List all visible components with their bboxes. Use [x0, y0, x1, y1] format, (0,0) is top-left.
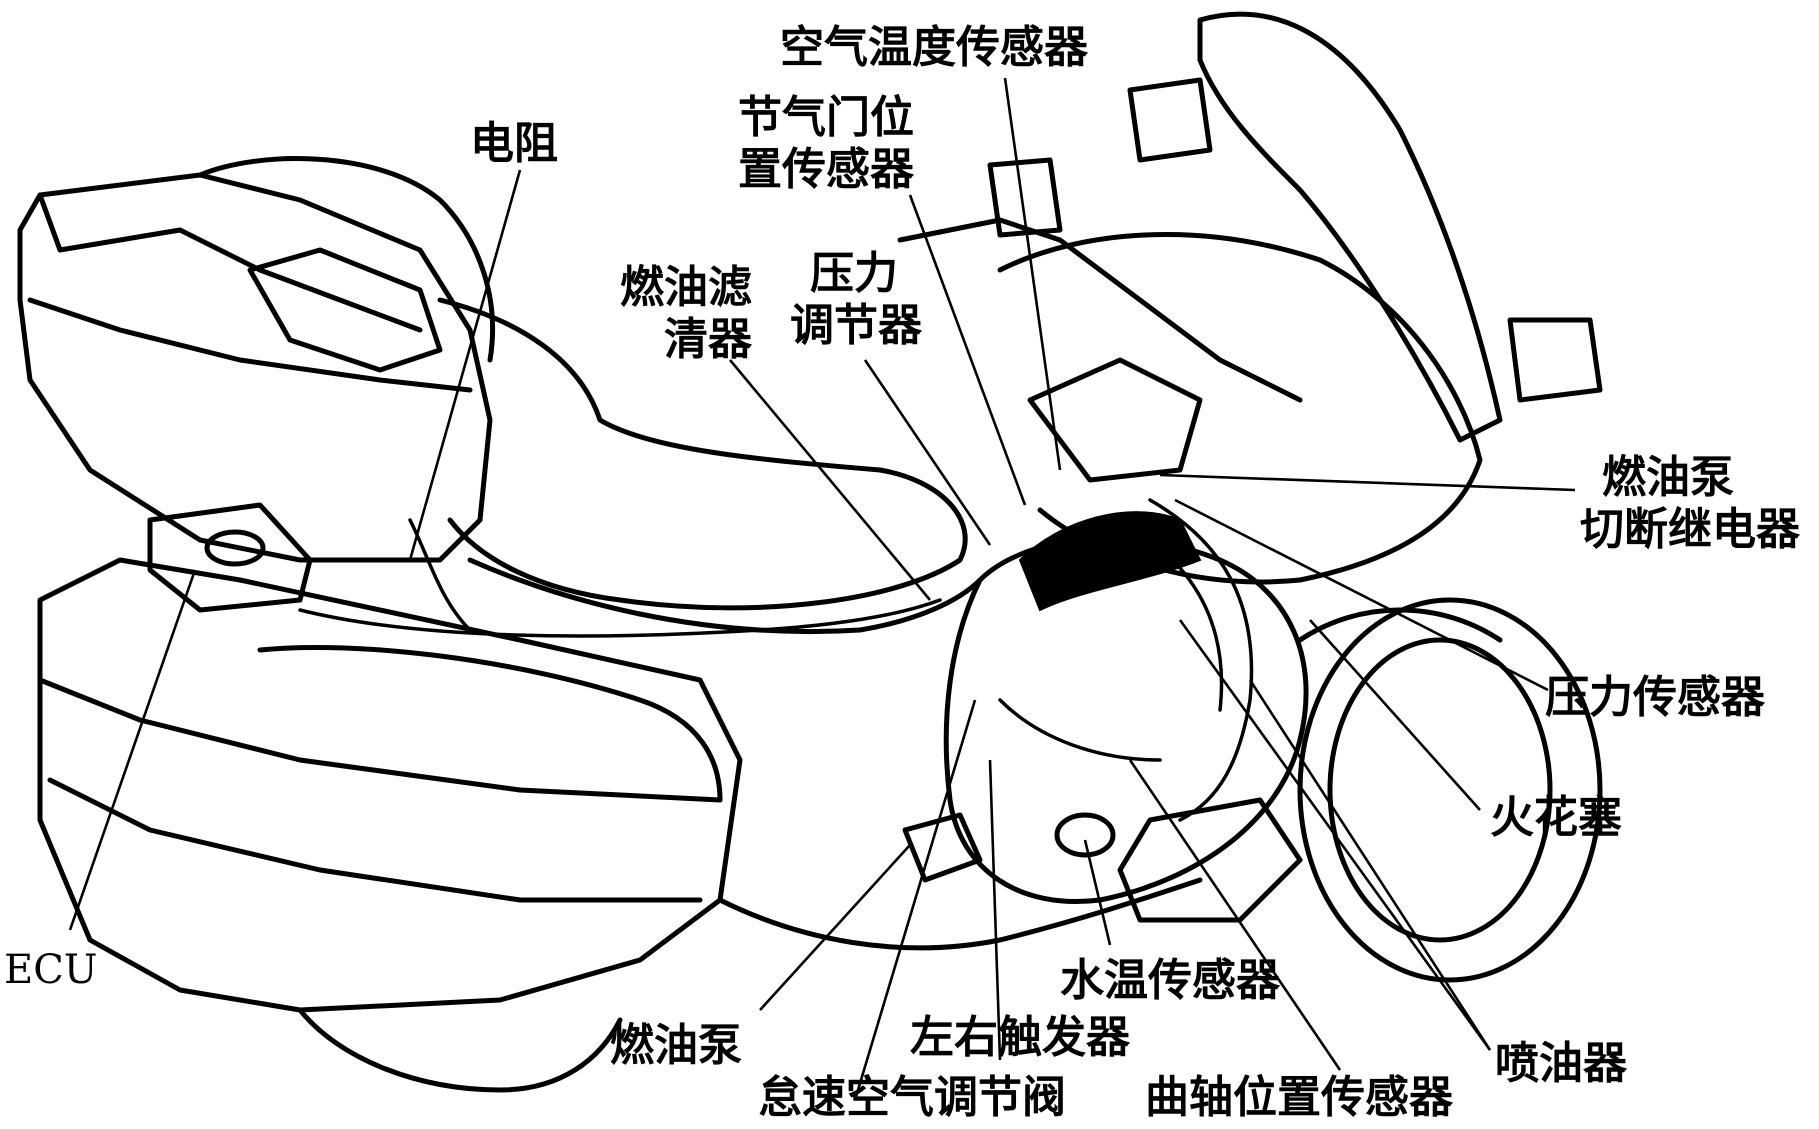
label-crank-position-sensor: 曲轴位置传感器 [1145, 1072, 1453, 1123]
label-pressure-sensor: 压力传感器 [1545, 672, 1765, 723]
label-injector: 喷油器 [1495, 1038, 1627, 1089]
rear-trunk-lid [37, 192, 423, 333]
label-pressure-regulator-line-1: 压力 [810, 248, 898, 299]
leader-injector-a [1248, 679, 1492, 1051]
label-throttle-position-line-1: 节气门位 [738, 92, 914, 143]
fairing-outline [997, 232, 1483, 585]
windshield [1197, 11, 1503, 443]
ecu-box [147, 502, 313, 613]
leader-air-temp [1003, 77, 1062, 471]
label-fuel-pump-relay-line-1: 燃油泵 [1602, 452, 1734, 503]
saddlebag-band-1 [37, 677, 723, 803]
engine-pipe-3 [998, 698, 1162, 762]
front-fender [1297, 607, 1503, 643]
leader-fuel-pump-relay [1159, 473, 1576, 492]
leader-injector-b [1178, 619, 1492, 1051]
label-pressure-regulator: 压力 调节器 [790, 248, 922, 352]
engine-pipe-1 [1148, 498, 1254, 822]
leader-water-temp [1083, 839, 1112, 946]
ecu-connector [204, 529, 266, 567]
saddlebag-outline [37, 557, 743, 1013]
label-resistor: 电阻 [470, 118, 558, 169]
leader-pressure-regulator [863, 359, 992, 546]
lower-frame [717, 877, 1203, 951]
leader-fuel-filter [729, 359, 931, 601]
engine-harness-dark [1018, 511, 1202, 612]
label-fuel-filter: 燃油滤 清器 [620, 262, 752, 366]
fuel-line [298, 598, 942, 638]
label-air-temp-sensor: 空气温度传感器 [780, 22, 1088, 73]
handlebar-grip [987, 157, 1063, 238]
label-fuel-pump: 燃油泵 [610, 1020, 742, 1071]
handlebar [897, 217, 1303, 403]
label-fuel-filter-line-1: 燃油滤 [620, 262, 752, 313]
front-wheel-rim [1327, 637, 1553, 943]
crank-cover [1117, 797, 1303, 923]
instrument-panel [1027, 357, 1203, 483]
left-mirror [1127, 77, 1213, 163]
seat-outline [437, 297, 968, 611]
top-case-bulge [197, 156, 495, 363]
leader-spark-plug [1309, 619, 1481, 811]
label-throttle-position-line-2: 置传感器 [738, 144, 914, 195]
leader-crank-pos [1128, 759, 1342, 1071]
label-ecu: ECU [4, 947, 98, 993]
leader-fuel-pump [759, 844, 911, 1011]
leader-ecu [68, 569, 197, 931]
top-case-panel [247, 247, 443, 373]
leader-lr-trigger [988, 759, 1002, 1061]
rear-trunk-rim [27, 297, 473, 393]
label-fuel-filter-line-2: 清器 [664, 314, 752, 365]
saddlebag-band-2 [47, 777, 703, 903]
label-idle-air-control-valve: 怠速空气调节阀 [758, 1072, 1066, 1123]
rear-wheel-hint [297, 1007, 623, 1093]
leader-pressure-sensor [1174, 498, 1549, 692]
saddlebag-lid [257, 644, 723, 803]
label-fuel-pump-cutoff-relay: 燃油泵 切断继电器 [1580, 452, 1800, 556]
label-left-right-trigger: 左右触发器 [910, 1012, 1130, 1063]
label-pressure-regulator-line-2: 调节器 [790, 300, 922, 351]
label-fuel-pump-relay-line-2: 切断继电器 [1580, 504, 1800, 555]
leader-idle-air [853, 699, 977, 1101]
leader-throttle-pos [908, 194, 1027, 506]
label-spark-plug: 火花塞 [1490, 792, 1622, 843]
right-mirror [1507, 317, 1603, 403]
label-water-temp-sensor: 水温传感器 [1060, 955, 1280, 1006]
seat-edge [467, 557, 983, 635]
rear-trunk-outline [17, 172, 493, 563]
leader-resistor [408, 169, 522, 561]
fuel-pump-body [902, 812, 983, 883]
water-temp-fitting [1054, 812, 1116, 858]
front-wheel [1297, 597, 1603, 983]
label-throttle-position-sensor: 节气门位 置传感器 [738, 92, 914, 196]
